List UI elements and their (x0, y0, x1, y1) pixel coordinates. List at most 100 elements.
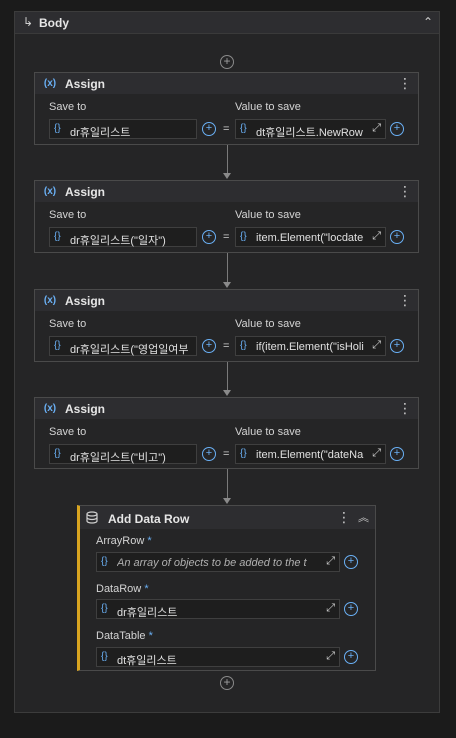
brace-icon: {} (54, 123, 61, 134)
value-to-save-field[interactable]: {} item.Element("dateNa ⤢ (235, 444, 386, 464)
save-to-plus-button[interactable]: + (202, 339, 216, 353)
brace-icon: {} (240, 448, 247, 459)
save-to-value: dr휴일리스트("영업일여부 (70, 344, 189, 356)
data-row-label: DataRow * (96, 583, 149, 595)
data-table-field[interactable]: {} dt휴일리스트 ⤢ (96, 647, 340, 667)
activity-header[interactable]: (x) Assign ⋮ (35, 73, 418, 94)
equals-sign: = (223, 231, 230, 243)
brace-icon: {} (54, 231, 61, 242)
body-header[interactable]: ↳ Body ⌃ (15, 12, 439, 34)
save-to-label: Save to (49, 318, 87, 330)
value-to-save-value: item.Element("dateNa (256, 449, 364, 461)
expand-icon[interactable]: ⤢ (326, 650, 335, 662)
arrow-down-icon (223, 282, 231, 288)
data-row-field[interactable]: {} dr휴일리스트 ⤢ (96, 599, 340, 619)
value-plus-button[interactable]: + (390, 122, 404, 136)
menu-icon[interactable]: ⋮ (398, 75, 412, 91)
brace-icon: {} (240, 123, 247, 134)
brace-icon: {} (54, 340, 61, 351)
save-to-field[interactable]: {} dr휴일리스트("일자") (49, 227, 197, 247)
data-table-label-text: DataTable (96, 630, 146, 642)
data-row-value: dr휴일리스트 (117, 607, 178, 619)
equals-sign: = (223, 448, 230, 460)
array-row-field[interactable]: {} An array of objects to be added to th… (96, 552, 340, 572)
value-to-save-field[interactable]: {} if(item.Element("isHoli ⤢ (235, 336, 386, 356)
assign-icon: (x) (43, 186, 57, 197)
save-to-plus-button[interactable]: + (202, 230, 216, 244)
brace-icon: {} (101, 603, 108, 614)
collapse-icon[interactable]: ︽ (358, 512, 369, 524)
data-table-label: DataTable * (96, 630, 153, 642)
value-plus-button[interactable]: + (390, 339, 404, 353)
value-to-save-value: dt휴일리스트.NewRow (256, 127, 363, 139)
arrow-down-icon (223, 390, 231, 396)
activity-title: Assign (65, 77, 106, 91)
assign-icon: (x) (43, 78, 57, 89)
required-mark: * (148, 630, 153, 642)
value-to-save-label: Value to save (235, 209, 301, 221)
activity-title: Add Data Row (108, 512, 190, 526)
arrow-down-icon (223, 498, 231, 504)
save-to-field[interactable]: {} dr휴일리스트("영업일여부 (49, 336, 197, 356)
expand-icon[interactable]: ⤢ (372, 339, 381, 351)
save-to-plus-button[interactable]: + (202, 122, 216, 136)
add-activity-button[interactable]: + (220, 676, 234, 690)
activity-header[interactable]: (x) Assign ⋮ (35, 290, 418, 311)
activity-header[interactable]: Add Data Row ⋮ ︽ (80, 506, 375, 529)
value-to-save-field[interactable]: {} item.Element("locdate ⤢ (235, 227, 386, 247)
value-to-save-value: if(item.Element("isHoli (256, 341, 364, 353)
activity-title: Assign (65, 185, 106, 199)
array-row-placeholder: An array of objects to be added to the t (117, 557, 307, 569)
save-to-label: Save to (49, 101, 87, 113)
add-data-row-activity[interactable]: Add Data Row ⋮ ︽ ArrayRow * {} An array … (77, 505, 376, 671)
value-to-save-label: Value to save (235, 101, 301, 113)
collapse-icon[interactable]: ⌃ (422, 15, 433, 29)
database-icon (86, 511, 100, 524)
brace-icon: {} (240, 340, 247, 351)
expand-icon[interactable]: ⤢ (326, 555, 335, 567)
expand-icon[interactable]: ⤢ (372, 230, 381, 242)
menu-icon[interactable]: ⋮ (398, 400, 412, 416)
menu-icon[interactable]: ⋮ (398, 292, 412, 308)
assign-icon: (x) (43, 403, 57, 414)
data-table-value: dt휴일리스트 (117, 655, 177, 667)
value-to-save-label: Value to save (235, 318, 301, 330)
activity-header[interactable]: (x) Assign ⋮ (35, 181, 418, 202)
expand-icon[interactable]: ⤢ (372, 447, 381, 459)
expand-icon[interactable]: ⤢ (326, 602, 335, 614)
activity-title: Assign (65, 402, 106, 416)
required-mark: * (147, 535, 152, 547)
array-row-label: ArrayRow * (96, 535, 152, 547)
save-to-value: dr휴일리스트 (70, 127, 131, 139)
assign-activity-4[interactable]: (x) Assign ⋮ Save to Value to save {} dr… (34, 397, 419, 469)
save-to-value: dr휴일리스트("일자") (70, 235, 166, 247)
array-row-label-text: ArrayRow (96, 535, 145, 547)
connector-line (227, 253, 228, 282)
value-plus-button[interactable]: + (390, 230, 404, 244)
assign-activity-2[interactable]: (x) Assign ⋮ Save to Value to save {} dr… (34, 180, 419, 253)
save-to-label: Save to (49, 426, 87, 438)
body-title: Body (39, 16, 69, 30)
body-arrow-icon: ↳ (23, 15, 34, 29)
brace-icon: {} (240, 231, 247, 242)
value-to-save-field[interactable]: {} dt휴일리스트.NewRow ⤢ (235, 119, 386, 139)
value-plus-button[interactable]: + (390, 447, 404, 461)
expand-icon[interactable]: ⤢ (372, 122, 381, 134)
brace-icon: {} (54, 448, 61, 459)
data-table-plus-button[interactable]: + (344, 650, 358, 664)
activity-header[interactable]: (x) Assign ⋮ (35, 398, 418, 419)
menu-icon[interactable]: ⋮ (398, 183, 412, 199)
save-to-field[interactable]: {} dr휴일리스트("비고") (49, 444, 197, 464)
save-to-field[interactable]: {} dr휴일리스트 (49, 119, 197, 139)
assign-activity-3[interactable]: (x) Assign ⋮ Save to Value to save {} dr… (34, 289, 419, 362)
menu-icon[interactable]: ⋮ (337, 509, 351, 525)
equals-sign: = (223, 123, 230, 135)
arrow-down-icon (223, 173, 231, 179)
save-to-plus-button[interactable]: + (202, 447, 216, 461)
add-activity-button[interactable]: + (220, 55, 234, 69)
activity-title: Assign (65, 294, 106, 308)
value-to-save-value: item.Element("locdate (256, 232, 364, 244)
assign-activity-1[interactable]: (x) Assign ⋮ Save to Value to save {} dr… (34, 72, 419, 145)
data-row-plus-button[interactable]: + (344, 602, 358, 616)
array-row-plus-button[interactable]: + (344, 555, 358, 569)
